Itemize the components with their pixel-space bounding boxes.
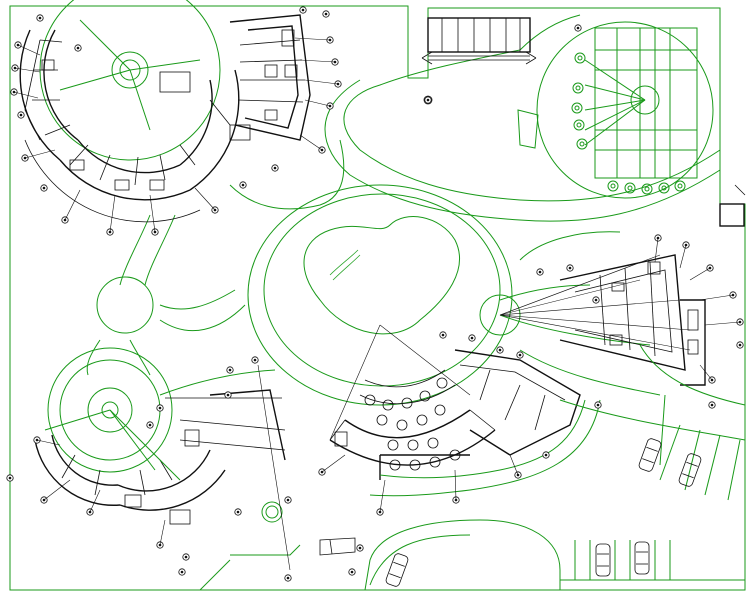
callout-leader	[299, 134, 323, 151]
courtyard-garden	[517, 21, 714, 199]
callout-icon	[6, 6, 744, 582]
central-pond	[247, 184, 513, 406]
callout-tag-dot	[226, 393, 230, 397]
auditorium-fan	[329, 324, 601, 497]
callout-leader	[64, 189, 81, 221]
callout-leader	[699, 364, 713, 381]
tree-icon	[571, 52, 686, 195]
right-wing	[499, 254, 746, 466]
callout-leader	[379, 479, 386, 513]
callout-tag-dot	[273, 166, 277, 170]
parking-area	[199, 399, 746, 591]
callout-tag-dot	[470, 336, 474, 340]
callout-leader	[304, 79, 339, 85]
callout-tag-dot	[42, 186, 46, 190]
callout-leader	[89, 489, 101, 513]
callout-tag-dot	[596, 403, 600, 407]
callout-tag-dot	[19, 113, 23, 117]
callout-tag-dot	[441, 333, 445, 337]
top-left-wing	[19, 0, 240, 223]
callout-tag-dot	[148, 423, 152, 427]
callout-tag-dot	[286, 498, 290, 502]
callout-tag-dot	[8, 476, 12, 480]
callout-tag-dot	[594, 298, 598, 302]
gate-house	[719, 203, 745, 227]
callout-tag-dot	[538, 270, 542, 274]
callout-tag-dot	[180, 570, 184, 574]
callout-tag-dot	[158, 406, 162, 410]
callout-tag-dot	[236, 510, 240, 514]
gate-mark	[734, 184, 746, 196]
callout-tag-dot	[324, 12, 328, 16]
callout-tag-dot	[241, 183, 245, 187]
callout-tag-dot	[426, 98, 430, 102]
callout-leader	[194, 187, 216, 211]
callout-leader	[704, 321, 741, 326]
callout-tag-dot	[350, 570, 354, 574]
callout-leader	[454, 469, 457, 501]
callout-leader	[13, 91, 39, 99]
callout-tag-dot	[518, 353, 522, 357]
callout-leader	[17, 44, 41, 56]
callout-tag-dot	[76, 46, 80, 50]
callout-tag-dot	[184, 555, 188, 559]
callout-tag-dot	[544, 453, 548, 457]
callout-leader	[509, 454, 519, 476]
callout-tag-dot	[228, 368, 232, 372]
top-center-block	[159, 14, 311, 141]
top-entrance-block	[421, 17, 537, 65]
callout-leader	[36, 439, 61, 446]
callout-leader	[149, 194, 156, 233]
callout-leader	[699, 294, 734, 301]
seating-tables	[364, 377, 461, 471]
bottom-left-wing	[34, 347, 286, 525]
callout-leader	[14, 67, 41, 73]
callout-leader	[304, 99, 331, 107]
small-structures	[257, 95, 433, 571]
landscape-paths	[86, 14, 721, 376]
site-boundary	[9, 5, 746, 591]
callout-leader	[689, 267, 711, 281]
callout-tag-dot	[498, 348, 502, 352]
callout-leader	[654, 237, 659, 263]
callout-tag-dot	[738, 343, 742, 347]
callout-tag-dot	[568, 266, 572, 270]
callout-leader	[294, 37, 331, 41]
callout-leader	[679, 244, 687, 269]
callout-leader	[43, 479, 71, 501]
callout-tag-dot	[253, 358, 257, 362]
callout-tag-dot	[358, 546, 362, 550]
callout-leader	[299, 59, 336, 63]
callout-tag-dot	[286, 576, 290, 580]
callout-tag-dot	[301, 8, 305, 12]
callout-leader	[24, 149, 56, 159]
callout-leader	[321, 454, 346, 473]
car-icon	[385, 438, 702, 587]
callout-leader	[159, 519, 166, 546]
callout-tag-dot	[576, 26, 580, 30]
callout-leader	[109, 194, 116, 233]
callout-tag-dot	[710, 403, 714, 407]
callout-tag-dot	[38, 16, 42, 20]
